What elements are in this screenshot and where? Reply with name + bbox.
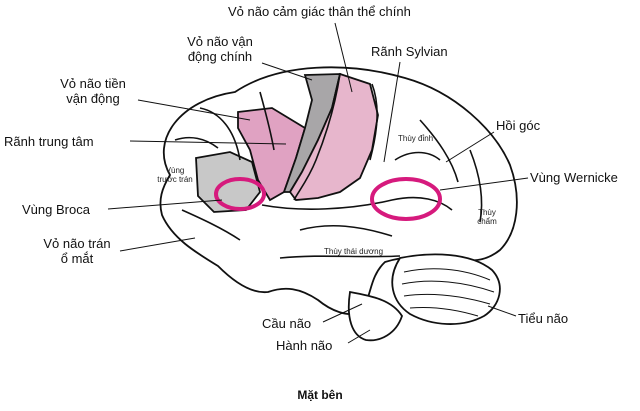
label-premotor-line1: Vỏ não tiền xyxy=(60,76,126,91)
label-broca-area: Vùng Broca xyxy=(22,202,90,217)
label-motor-cortex-line2: động chính xyxy=(187,49,253,64)
label-medulla: Hành não xyxy=(276,338,333,353)
label-orbitofrontal-line1: Vỏ não trán xyxy=(43,236,111,251)
label-angular-gyrus: Hồi góc xyxy=(496,118,541,133)
label-occipital-line1: Thùy xyxy=(478,208,496,217)
label-orbitofrontal-line2: ổ mắt xyxy=(60,251,94,266)
cerebellum-folia xyxy=(401,268,495,317)
label-pons: Cầu não xyxy=(262,316,312,331)
label-motor-cortex: Vỏ não vận động chính xyxy=(175,34,265,64)
figure-caption: Mặt bên xyxy=(297,388,343,402)
cerebellum-shape xyxy=(391,253,501,325)
label-premotor-cortex: Vỏ não tiền vận động xyxy=(48,76,138,106)
broca-ring xyxy=(214,177,266,211)
label-premotor-line2: vận động xyxy=(66,91,120,106)
label-prefrontal-area: Vùng trước trán xyxy=(150,166,200,184)
label-central-sulcus: Rãnh trung tâm xyxy=(4,134,94,149)
label-wernicke-area: Vùng Wernicke xyxy=(530,170,618,185)
label-occipital-line2: chẩm xyxy=(477,217,497,226)
label-temporal-lobe: Thùy thái dương xyxy=(324,247,384,256)
label-prefrontal-line2: trước trán xyxy=(157,175,193,184)
label-orbitofrontal-cortex: Vỏ não trán ổ mắt xyxy=(32,236,122,266)
label-parietal-lobe: Thùy đỉnh xyxy=(398,134,434,143)
label-sylvian-fissure: Rãnh Sylvian xyxy=(371,44,448,59)
label-somatosensory-cortex: Vỏ não cảm giác thân thể chính xyxy=(228,4,411,19)
wernicke-ring xyxy=(370,177,442,221)
brainstem-shape xyxy=(347,290,403,342)
label-motor-cortex-line1: Vỏ não vận xyxy=(187,34,253,49)
leader-lines xyxy=(107,22,529,344)
label-prefrontal-line1: Vùng xyxy=(165,166,185,175)
label-occipital-lobe: Thùy chẩm xyxy=(470,208,504,226)
brain-sulci xyxy=(174,73,483,259)
premotor-region xyxy=(237,107,307,202)
label-cerebellum: Tiểu não xyxy=(518,311,569,326)
